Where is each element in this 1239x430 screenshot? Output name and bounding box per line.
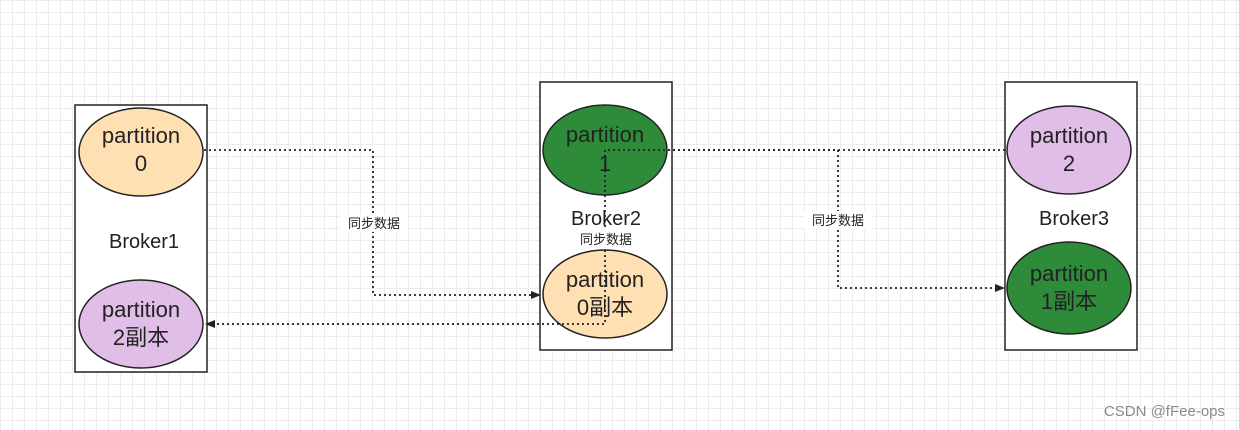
- edge-label-bg-3: [804, 211, 872, 229]
- partition-0-replica-node[interactable]: [542, 249, 668, 339]
- partition-1-replica-text-line2: 1副本: [1041, 289, 1097, 314]
- sync-edge-p1-to-replica: [668, 149, 1005, 292]
- partition-1-text-line2: 1: [599, 151, 611, 176]
- edge-label-bg-2: [572, 230, 640, 248]
- edge-label-sync-2: 同步数据: [580, 232, 632, 247]
- partition-2-text-line2: 2: [1063, 151, 1075, 176]
- partition-0-node[interactable]: [78, 107, 204, 197]
- partition-0-text-line1: partition: [102, 123, 180, 148]
- edge-label-sync-3: 同步数据: [812, 213, 864, 228]
- broker3-label: Broker3: [1039, 208, 1109, 230]
- partition-2-replica-text-line2: 2副本: [113, 325, 169, 350]
- broker2-label: Broker2: [571, 208, 641, 230]
- partition-1-replica-node[interactable]: [1006, 241, 1132, 335]
- edge-label-sync-1: 同步数据: [348, 216, 400, 231]
- partition-0-replica-text-line2: 0副本: [577, 295, 633, 320]
- partition-0-replica-text-line1: partition: [566, 267, 644, 292]
- partition-2-text-line1: partition: [1030, 123, 1108, 148]
- partition-2-replica-node[interactable]: [78, 279, 204, 369]
- partition-2-node[interactable]: [1006, 105, 1132, 195]
- edge-label-bg-1: [340, 214, 408, 232]
- partition-0-text-line2: 0: [135, 151, 147, 176]
- partition-1-text-line1: partition: [566, 122, 644, 147]
- partition-1-replica-text-line1: partition: [1030, 261, 1108, 286]
- watermark: CSDN @fFee-ops: [1103, 403, 1225, 420]
- broker1-label: Broker1: [109, 231, 179, 253]
- partition-2-replica-text-line1: partition: [102, 297, 180, 322]
